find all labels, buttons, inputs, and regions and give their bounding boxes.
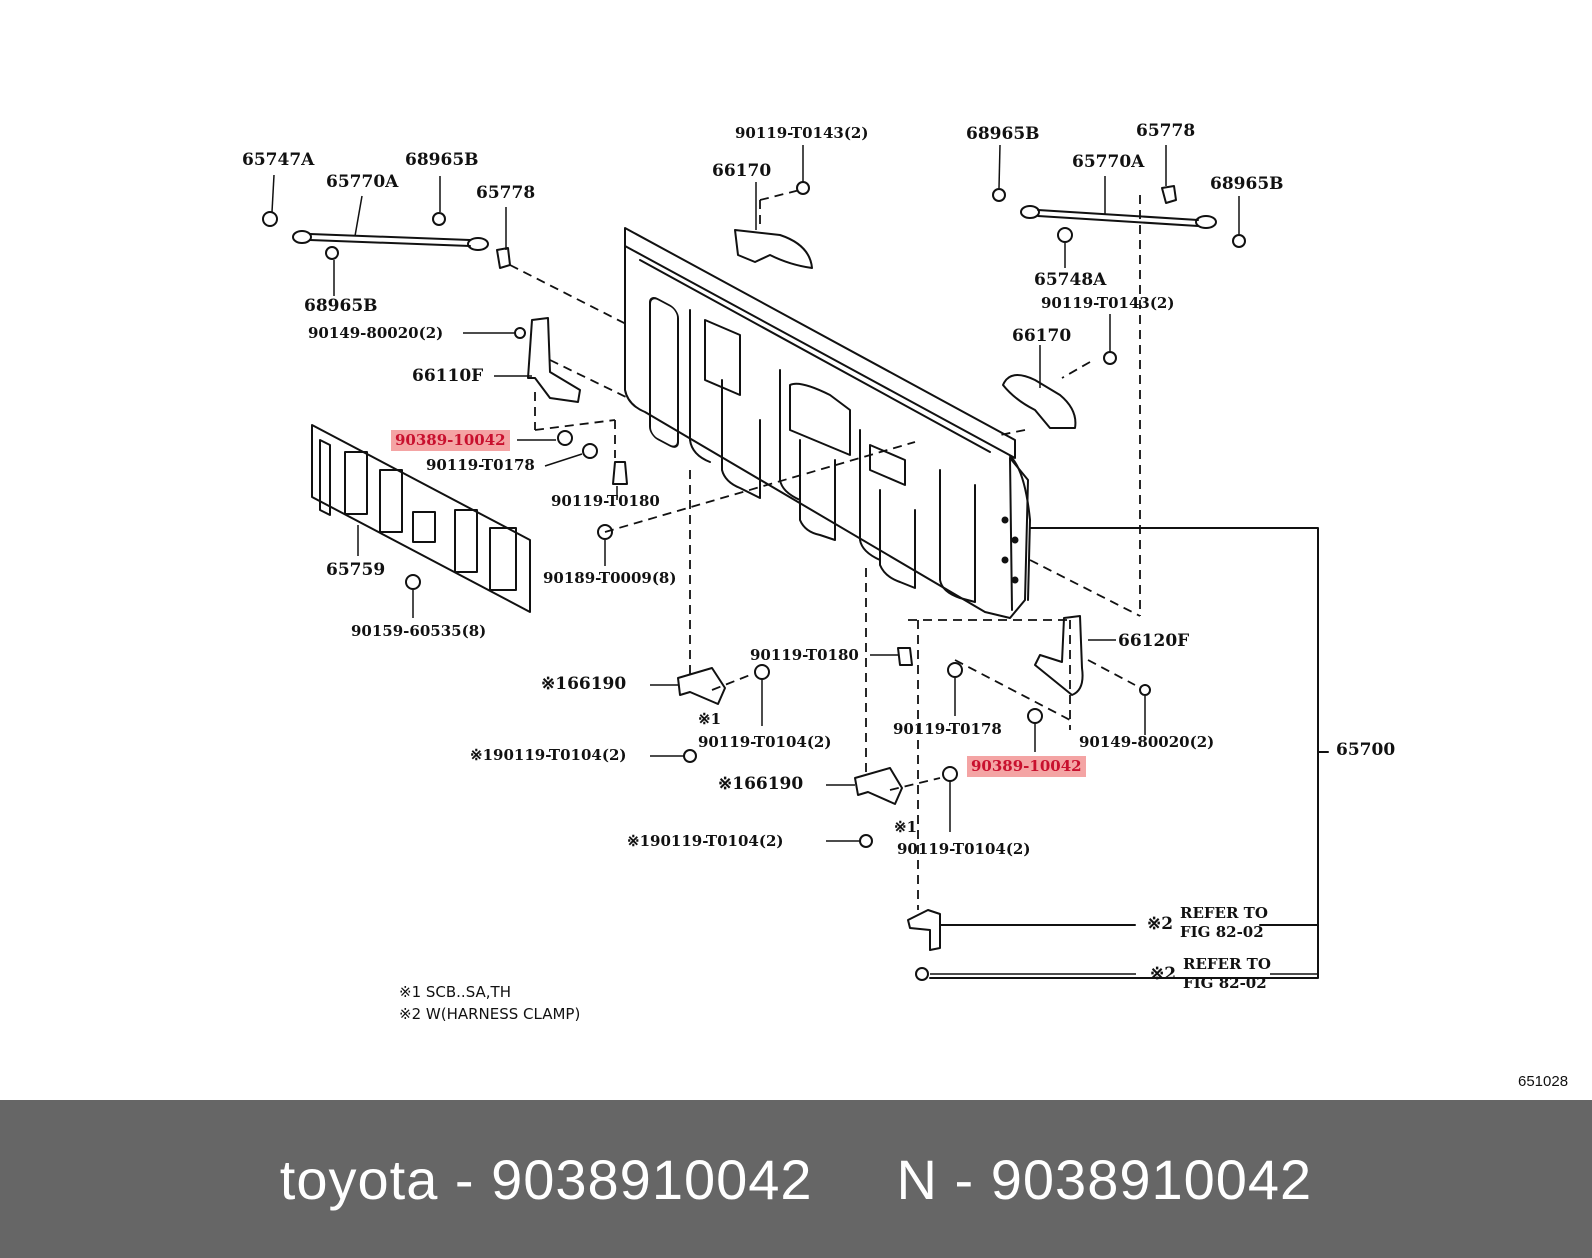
protector-plate-65759 — [311, 424, 531, 613]
ref-mark-lower: ※2 — [1150, 964, 1177, 984]
part-66170-left: 66170 — [712, 161, 772, 181]
part-166190-upper: ※166190 — [541, 674, 627, 694]
part-65770a-right: 65770A — [1072, 152, 1145, 172]
part-90149-80020-right: 90149-80020(2) — [1079, 733, 1215, 751]
part-90389-10042-right: 90389-10042 — [967, 756, 1086, 777]
part-90119-t0104-lower: 90119-T0104(2) — [897, 840, 1031, 858]
part-65700: 65700 — [1336, 740, 1396, 760]
part-90119-t0178-left: 90119-T0178 — [426, 456, 535, 474]
part-68965b-right: 68965B — [1210, 174, 1284, 194]
part-65759: 65759 — [326, 560, 386, 580]
part-66170-right: 66170 — [1012, 326, 1072, 346]
part-190119-t0104-upper: ※190119-T0104(2) — [470, 746, 627, 764]
part-65778-right: 65778 — [1136, 121, 1196, 141]
part-90119-t0178-right: 90119-T0178 — [893, 720, 1002, 738]
part-66110f: 66110F — [412, 366, 484, 386]
bracket-66120f — [1034, 615, 1084, 696]
ref-mark-upper: ※2 — [1147, 914, 1174, 934]
support-cable-right — [992, 185, 1246, 248]
part-90389-10042-left: 90389-10042 — [391, 430, 510, 451]
handle-left — [734, 229, 813, 269]
note-ref-1-upper: ※1 — [698, 710, 722, 728]
part-68965b-top-left: 68965B — [405, 150, 479, 170]
part-90149-80020-left: 90149-80020(2) — [308, 324, 444, 342]
part-90189-t0009: 90189-T0009(8) — [543, 569, 677, 587]
footnote-2: ※2 W(HARNESS CLAMP) — [399, 1005, 581, 1023]
hinge-lower — [854, 767, 903, 805]
part-90159-60535: 90159-60535(8) — [351, 622, 487, 640]
part-68965b-top-right: 68965B — [966, 124, 1040, 144]
part-190119-t0104-lower: ※190119-T0104(2) — [627, 832, 784, 850]
ref-fig-upper-line2: FIG 82-02 — [1180, 923, 1264, 941]
brand-part-number: toyota - 9038910042 — [279, 1147, 813, 1211]
part-90119-t0180-right: 90119-T0180 — [750, 646, 859, 664]
part-number-banner: toyota - 9038910042 N - 9038910042 — [0, 1100, 1592, 1258]
handle-right — [1002, 374, 1077, 429]
part-65778-left: 65778 — [476, 183, 536, 203]
part-65770a-left: 65770A — [326, 172, 399, 192]
part-90119-t0104-upper: 90119-T0104(2) — [698, 733, 832, 751]
part-166190-lower: ※166190 — [718, 774, 804, 794]
alt-part-number: N - 9038910042 — [896, 1147, 1313, 1211]
part-68965b-bottom-left: 68965B — [304, 296, 378, 316]
note-ref-1-lower: ※1 — [894, 818, 918, 836]
figure-number: 651028 — [1518, 1073, 1569, 1090]
part-65748a: 65748A — [1034, 270, 1107, 290]
support-cable-left — [262, 211, 511, 269]
part-90119-t0143-top: 90119-T0143(2) — [735, 124, 869, 142]
bracket-66110f — [527, 317, 581, 403]
parts-diagram: 65747A 65770A 68965B 65778 68965B 90149-… — [242, 121, 1569, 1090]
part-66120f: 66120F — [1118, 631, 1190, 651]
part-90119-t0180-left: 90119-T0180 — [551, 492, 660, 510]
part-65747a: 65747A — [242, 150, 315, 170]
ref-fig-lower-line1: REFER TO — [1183, 955, 1271, 973]
ref-fig-upper-line1: REFER TO — [1180, 904, 1268, 922]
tailgate-panel — [624, 227, 1031, 619]
diagram-drawing — [262, 144, 1329, 981]
ref-fig-lower-line2: FIG 82-02 — [1183, 974, 1267, 992]
footnote-1: ※1 SCB..SA,TH — [399, 983, 511, 1001]
hinge-upper — [677, 667, 726, 705]
part-90119-t0143-right: 90119-T0143(2) — [1041, 294, 1175, 312]
